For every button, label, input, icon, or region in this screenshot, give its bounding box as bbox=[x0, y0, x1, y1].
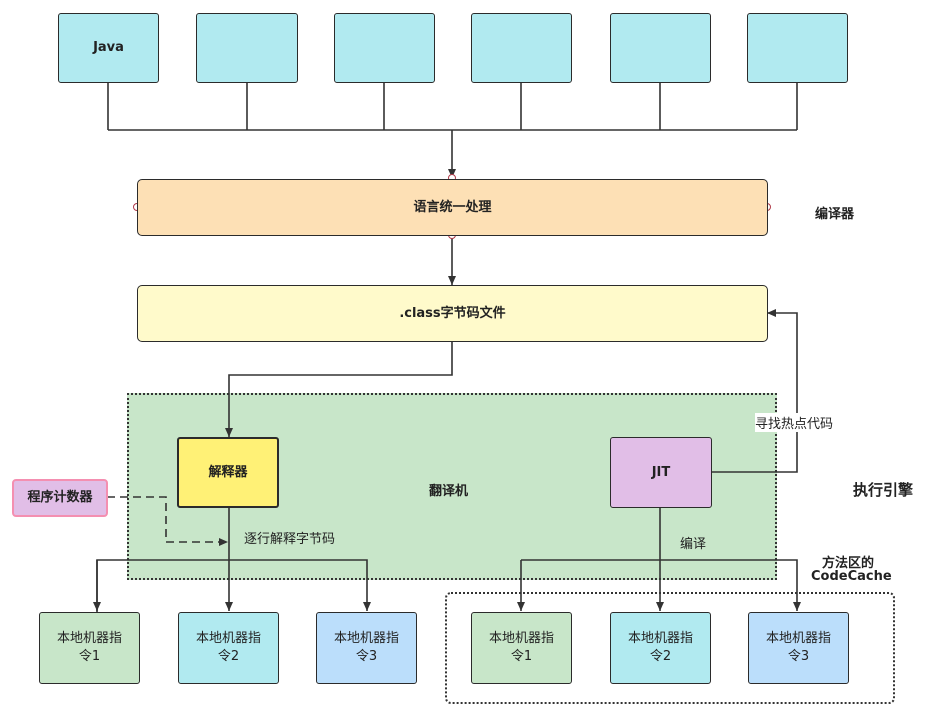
native-instruction-right-3: 本地机器指 令3 bbox=[748, 612, 849, 684]
native-right-1-line1: 本地机器指 bbox=[488, 631, 554, 646]
native-instruction-left-1: 本地机器指 令1 bbox=[39, 612, 140, 684]
native-left-2-line1: 本地机器指 bbox=[195, 631, 261, 646]
lang-box-6 bbox=[747, 13, 848, 83]
native-right-2-line2: 令2 bbox=[649, 649, 672, 664]
execution-engine-label: 执行引擎 bbox=[853, 481, 914, 499]
native-left-3-line1: 本地机器指 bbox=[333, 631, 399, 646]
native-right-3-line2: 令3 bbox=[787, 649, 810, 664]
native-instruction-right-2: 本地机器指 令2 bbox=[610, 612, 711, 684]
native-right-2-line1: 本地机器指 bbox=[627, 631, 693, 646]
find-hot-code-label: 寻找热点代码 bbox=[755, 413, 834, 432]
lang-box-java: Java bbox=[58, 13, 159, 83]
native-instruction-left-3: 本地机器指 令3 bbox=[316, 612, 417, 684]
interpreter-box: 解释器 bbox=[177, 437, 279, 508]
native-instruction-left-2: 本地机器指 令2 bbox=[178, 612, 279, 684]
native-left-3-line2: 令3 bbox=[355, 649, 378, 664]
native-left-2-line2: 令2 bbox=[217, 649, 240, 664]
lang-box-5 bbox=[610, 13, 711, 83]
unify-processing-box: 语言统一处理 bbox=[137, 179, 768, 236]
codecache-label-line1: 方法区的 bbox=[822, 556, 875, 571]
lang-box-2 bbox=[196, 13, 298, 83]
native-right-3-line1: 本地机器指 bbox=[765, 631, 831, 646]
program-counter-box: 程序计数器 bbox=[12, 479, 108, 517]
class-file-box: .class字节码文件 bbox=[137, 285, 768, 342]
compiler-label: 编译器 bbox=[815, 207, 855, 222]
lang-box-3 bbox=[334, 13, 435, 83]
line-by-line-label: 逐行解释字节码 bbox=[244, 528, 336, 547]
native-instruction-right-1: 本地机器指 令1 bbox=[471, 612, 572, 684]
jit-box: JIT bbox=[610, 437, 712, 508]
codecache-label-line2: CodeCache bbox=[811, 569, 892, 584]
codecache-area bbox=[445, 592, 895, 704]
native-left-1-line2: 令1 bbox=[78, 649, 101, 664]
translator-label: 翻译机 bbox=[429, 484, 469, 499]
native-left-1-line1: 本地机器指 bbox=[56, 631, 122, 646]
native-right-1-line2: 令1 bbox=[510, 649, 533, 664]
lang-box-4 bbox=[471, 13, 572, 83]
compile-label: 编译 bbox=[680, 533, 707, 552]
